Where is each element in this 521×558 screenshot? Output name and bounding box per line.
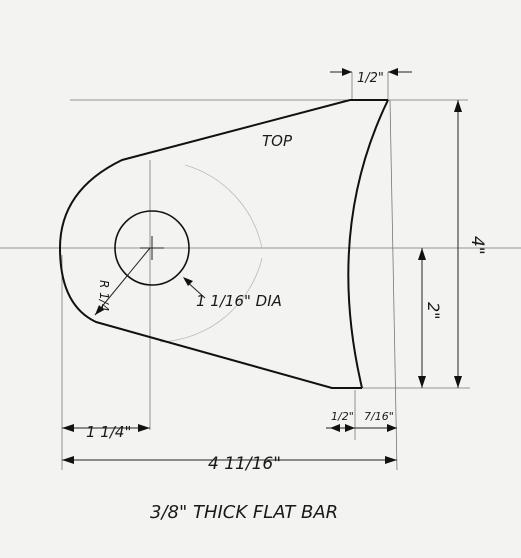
hole-dia-leader [183,277,206,299]
arrowhead [387,424,397,432]
dim-bottom-half-label: 1/2" [331,410,354,423]
dim-width-total-label: 4 11/16" [208,454,281,474]
arrowhead [454,100,462,112]
radius-label: R 1/4 [97,280,111,311]
dim-bottom-pair [326,424,397,432]
construction-arc-lower [159,257,263,343]
radius-leader [94,247,151,316]
dim-bottom-seven-label: 7/16" [364,410,394,423]
construction-arc-upper [184,164,263,249]
part-outline [59,99,389,389]
right-extension-line [389,99,398,471]
arrowhead [418,248,426,260]
arrowhead [385,456,397,464]
dim-height-total-label: 4" [467,236,487,255]
arrowhead [330,424,340,432]
radius-arrowhead [95,305,104,315]
dim-left-offset-label: 1 1/4" [86,423,131,441]
arrowhead [454,376,462,388]
arrowhead [62,456,74,464]
arrowhead [388,68,398,76]
outer-profile [59,99,362,389]
arrowhead [138,424,150,432]
construction-lines [0,72,521,471]
dim-height-half-label: 2" [424,302,443,320]
top-label: TOP [262,132,293,150]
arrowhead [345,424,355,432]
hole-dia-label: 1 1/16" DIA [196,292,282,310]
dim-top-half [330,68,412,76]
hole-circle [114,210,190,286]
dim-top-half-label: 1/2" [357,71,384,86]
dim-height-half [418,248,426,388]
dim-width-total [62,456,397,464]
curved-right-edge [347,99,389,389]
arrowhead [342,68,352,76]
caption: 3/8" THICK FLAT BAR [150,502,338,523]
dia-arrowhead [183,277,193,286]
dim-height-total [454,100,462,388]
radius-leader-line [94,247,151,316]
arrowhead [418,376,426,388]
arrowhead [62,424,74,432]
dim-left-offset [62,424,150,432]
